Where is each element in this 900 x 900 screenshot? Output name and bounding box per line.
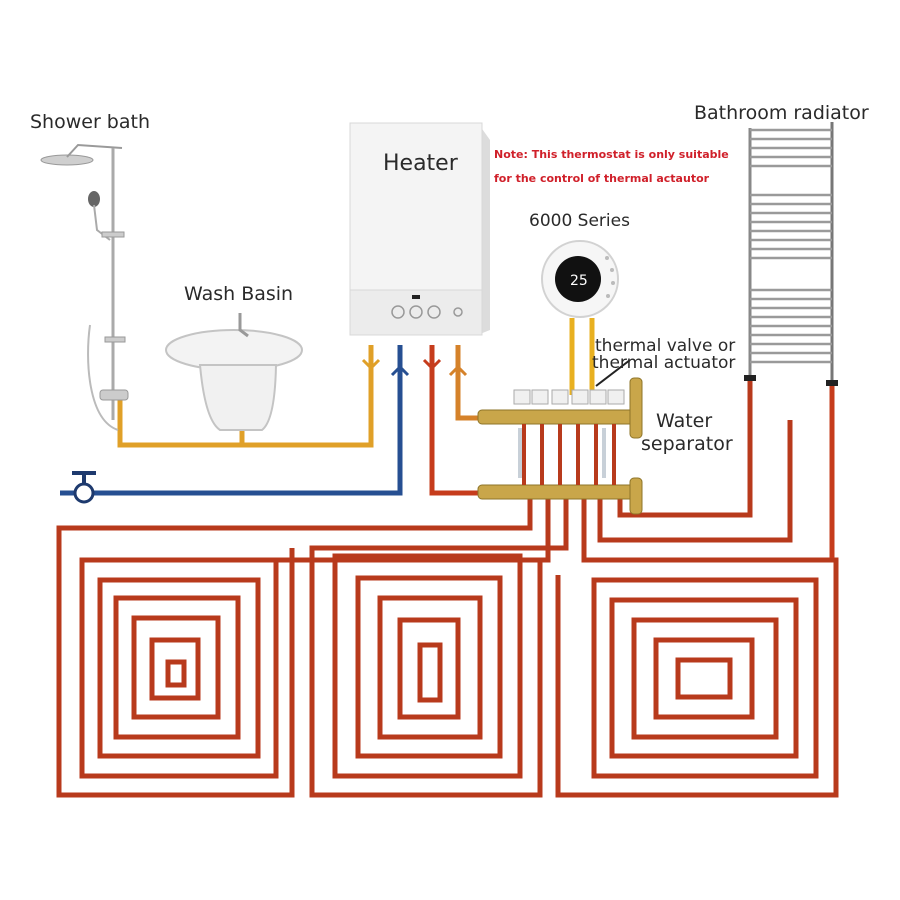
arrow-down-hot-water-icon xyxy=(361,358,381,371)
label-thermal-valve-line1: thermal valve or xyxy=(595,336,735,356)
stop-valve-icon xyxy=(72,471,96,504)
domestic-hot-pipe xyxy=(117,345,374,448)
wash-basin-icon xyxy=(165,313,303,431)
arrow-up-return-icon xyxy=(448,364,468,377)
heater-unit xyxy=(349,122,490,336)
floor-loop-center xyxy=(309,490,569,798)
water-separator-manifold xyxy=(477,377,643,515)
label-bathroom-radiator: Bathroom radiator xyxy=(694,102,869,124)
heating-return-pipe xyxy=(455,345,485,421)
shower-icon xyxy=(40,143,129,431)
cold-water-pipe xyxy=(60,345,403,496)
thermostat-device: 25 xyxy=(541,240,619,318)
arrow-down-supply-icon xyxy=(422,358,442,371)
arrow-up-cold-water-icon xyxy=(390,364,410,377)
note-line2: for the control of thermal actautor xyxy=(494,172,710,185)
label-separator: separator xyxy=(641,433,733,455)
label-thermal-valve-line2: thermal actuator xyxy=(592,353,735,373)
label-thermostat-series: 6000 Series xyxy=(529,211,630,231)
label-water: Water xyxy=(656,410,712,432)
note-line1: Note: This thermostat is only suitable xyxy=(494,148,729,161)
label-wash-basin: Wash Basin xyxy=(184,283,293,305)
floor-loop-left-ring3 xyxy=(97,577,261,759)
label-shower-bath: Shower bath xyxy=(30,111,150,133)
label-heater: Heater xyxy=(383,151,459,176)
thermostat-temperature: 25 xyxy=(570,273,588,289)
actuator-pointer-line xyxy=(595,359,631,387)
floor-loop-right xyxy=(555,380,839,798)
heating-supply-pipe xyxy=(429,345,485,496)
floor-loop-left xyxy=(56,490,551,798)
bathroom-radiator xyxy=(744,122,838,386)
